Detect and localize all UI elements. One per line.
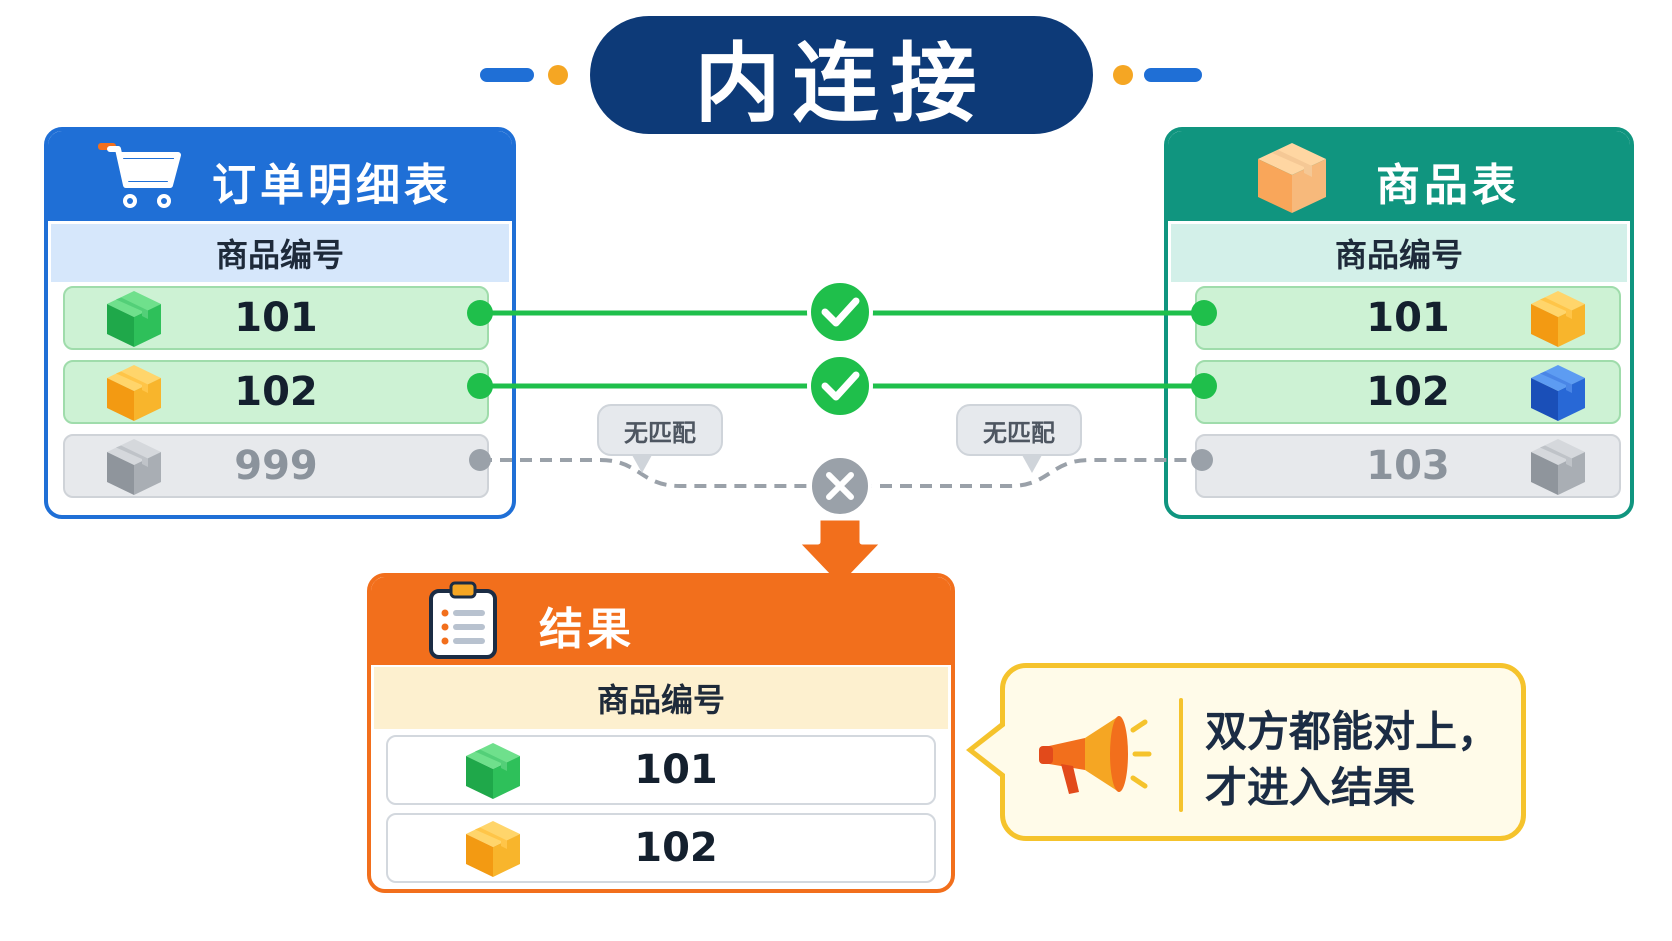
order-column-header: 商品编号 [51,224,509,282]
order-anchor-101 [467,300,493,326]
title-banner: 内连接 [590,16,1093,134]
box-icon [101,433,167,499]
order-anchor-102 [467,373,493,399]
table-row: 103 [1195,434,1621,498]
box-icon [460,815,526,881]
page-title: 内连接 [694,33,989,134]
order-anchor-999 [469,449,491,471]
box-icon [1525,359,1591,425]
callout-line-2: 才进入结果 [1205,763,1416,812]
result-table: 结果 商品编号 101 102 [367,573,955,893]
box-icon [101,285,167,351]
product-table: 商品表 商品编号 101 102 103 [1164,127,1634,519]
product-table-header: 商品表 [1168,131,1630,221]
box-icon [101,359,167,425]
callout-line-1: 双方都能对上， [1205,707,1500,756]
check-circle-icon [807,353,873,419]
product-id: 103 [1366,443,1450,489]
no-match-bubble-right-tail [1022,455,1042,473]
product-id: 101 [234,295,318,341]
megaphone-icon [1039,716,1152,794]
product-table-title: 商品表 [1376,160,1520,211]
product-anchor-102 [1191,373,1217,399]
title-decoration-left-bar [480,68,534,82]
product-column-header: 商品编号 [1171,224,1627,282]
order-table-title: 订单明细表 [212,160,452,211]
unmatched-line-left [480,458,820,488]
callout-text: 双方都能对上， 才进入结果 [1205,704,1499,816]
result-table-title: 结果 [539,604,635,655]
product-anchor-101 [1191,300,1217,326]
no-match-bubble-left-tail [632,455,652,473]
table-row: 999 [63,434,489,498]
title-decoration-right-dot [1113,65,1133,85]
x-circle-icon [808,454,872,518]
shopping-cart-icon [98,143,181,208]
unmatched-line-right [860,458,1202,488]
product-id: 101 [1366,295,1450,341]
product-id: 102 [1366,369,1450,415]
product-anchor-103 [1191,449,1213,471]
table-row: 101 [63,286,489,350]
title-decoration-right-bar [1144,68,1202,82]
result-column-header: 商品编号 [374,667,948,729]
no-match-label: 无匹配 [983,418,1055,447]
box-icon [1525,433,1591,499]
title-decoration-left-dot [548,65,568,85]
no-match-bubble-left: 无匹配 [597,404,723,456]
table-row: 102 [1195,360,1621,424]
no-match-label: 无匹配 [624,418,696,447]
order-detail-table: 订单明细表 商品编号 101 102 999 [44,127,516,519]
table-row: 102 [386,813,936,883]
table-row: 101 [386,735,936,805]
callout-pointer-inner [974,726,1005,774]
box-icon [1525,285,1591,351]
table-row: 101 [1195,286,1621,350]
check-circle-icon [807,279,873,345]
product-id: 999 [234,443,318,489]
explanation-callout: 双方都能对上， 才进入结果 [1000,663,1526,841]
result-table-header: 结果 [371,577,951,665]
no-match-bubble-right: 无匹配 [956,404,1082,456]
product-id: 101 [634,747,718,793]
order-table-header: 订单明细表 [48,131,512,221]
box-icon [460,737,526,803]
arrow-down-icon [793,515,887,591]
callout-divider [1179,698,1183,812]
clipboard-list-icon [429,581,497,659]
package-box-icon [1258,143,1326,213]
product-id: 102 [634,825,718,871]
product-id: 102 [234,369,318,415]
table-row: 102 [63,360,489,424]
